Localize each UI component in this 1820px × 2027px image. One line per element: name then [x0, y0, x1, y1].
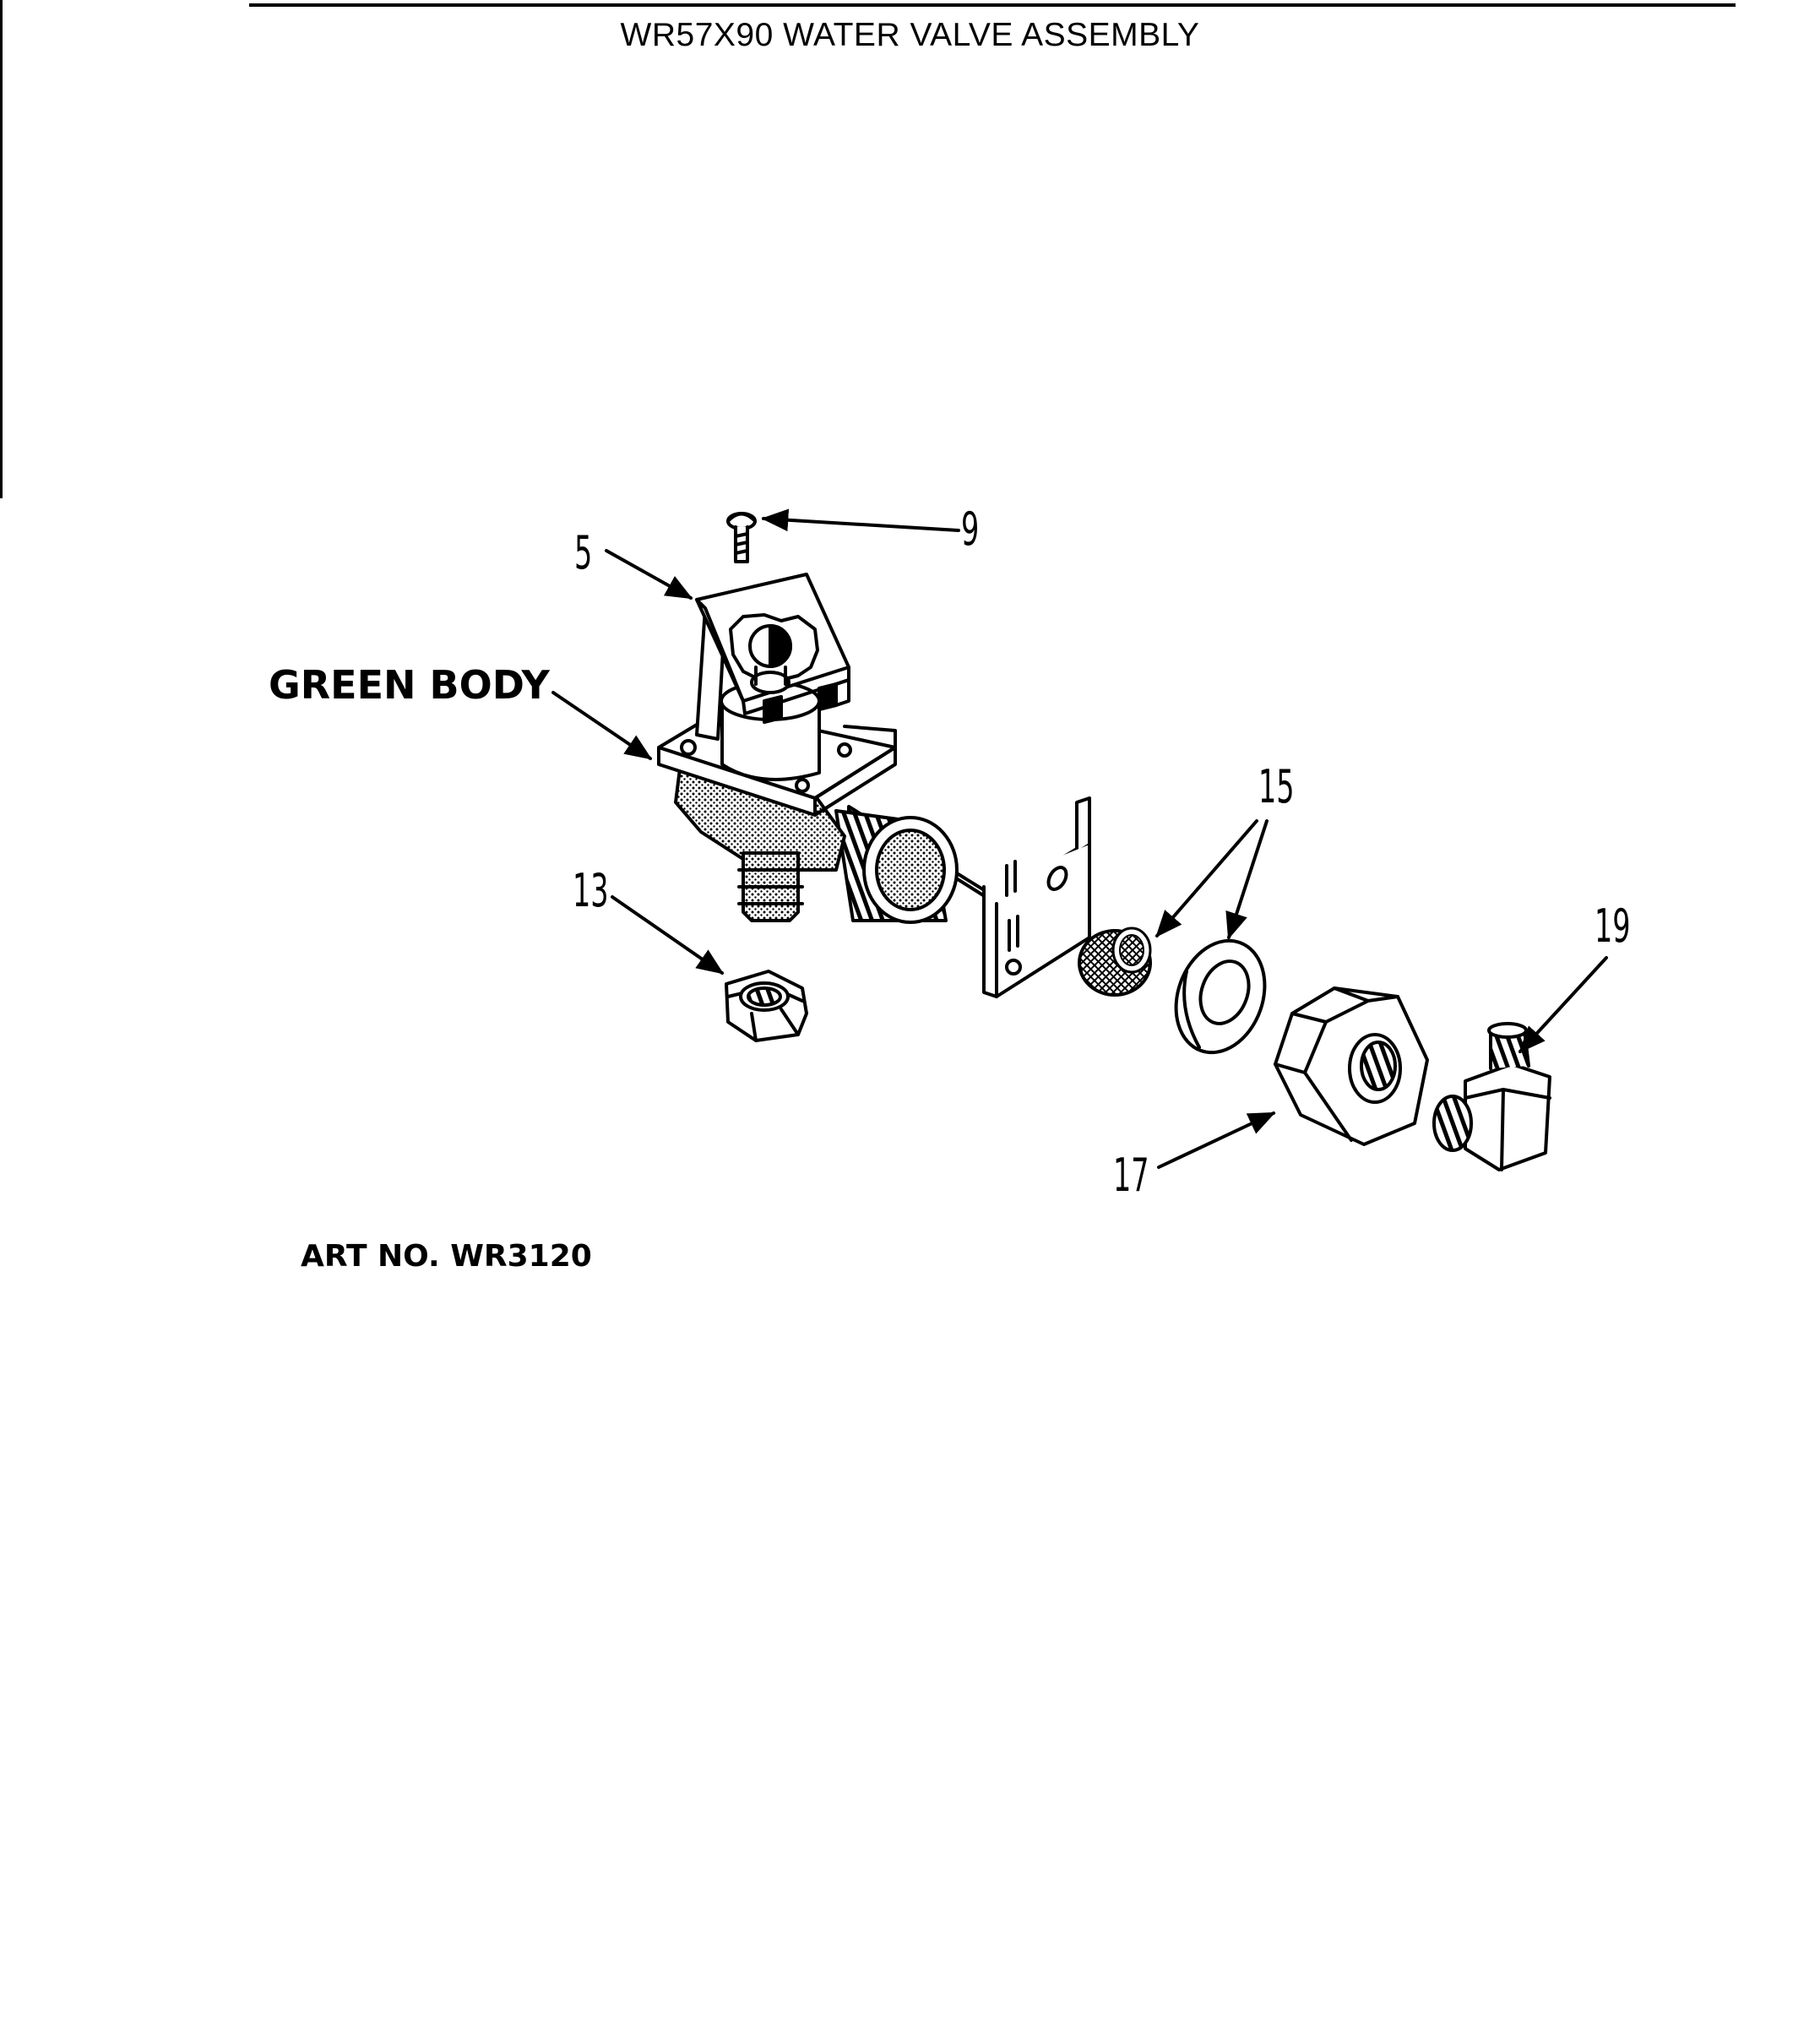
green-body-label: GREEN BODY [269, 662, 550, 708]
top-rule [249, 3, 1736, 7]
large-hex-nut-icon [1274, 986, 1429, 1146]
callout-9: 9 [961, 503, 980, 556]
callout-15: 15 [1258, 760, 1295, 813]
hex-nut-icon [725, 970, 808, 1042]
callout-5: 5 [574, 526, 593, 579]
mounting-bracket-icon [847, 796, 1091, 998]
callout-19: 19 [1595, 899, 1631, 953]
screw-icon [726, 512, 757, 563]
left-rule [0, 0, 3, 498]
callout-17: 17 [1113, 1149, 1149, 1202]
strainer-screen-icon [1078, 927, 1152, 997]
washer-icon [1174, 938, 1267, 1055]
callout-13: 13 [573, 864, 609, 917]
water-valve-icon [657, 573, 959, 924]
art-number-label: ART NO. WR3120 [301, 1239, 592, 1274]
elbow-fitting-icon [1432, 1022, 1551, 1171]
page-title: WR57X90 WATER VALVE ASSEMBLY [620, 17, 1200, 53]
callout-arrows [551, 508, 1608, 1169]
